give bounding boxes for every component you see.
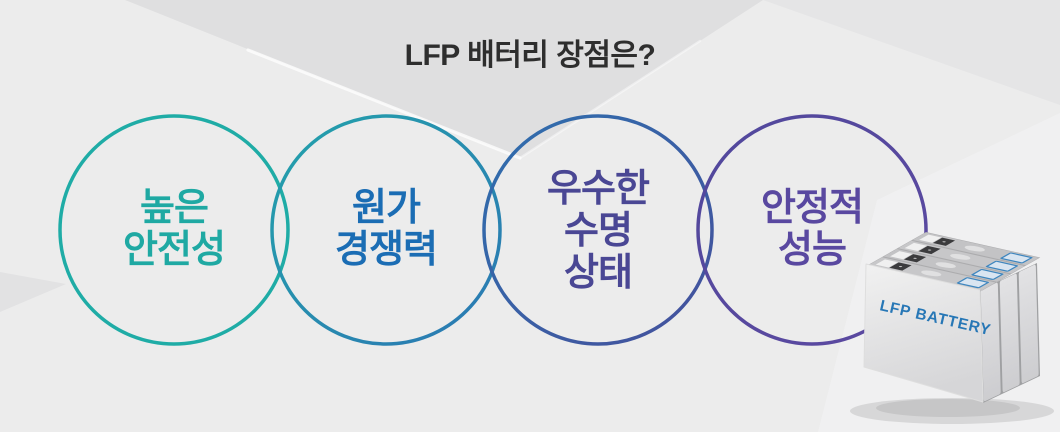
battery-shadow-inner: [876, 399, 1020, 417]
circle-label-line: 안정적: [761, 187, 864, 229]
background-facet-left: [0, 272, 66, 312]
battery-shadow: [850, 398, 1054, 424]
ring-cost: [270, 114, 502, 346]
circle-label-line: 수명: [564, 210, 633, 252]
ring-safety: [58, 114, 290, 346]
background-highlight-line: [246, 48, 522, 160]
circle-label-line: 상태: [564, 252, 633, 294]
ring-lifespan: [482, 114, 714, 346]
battery-illustration: LFP BATTERY: [850, 232, 1054, 424]
ring-performance: [696, 114, 928, 346]
circle-label-line: 원가: [352, 187, 421, 229]
page-title: LFP 배터리 장점은?: [404, 39, 656, 72]
background-facet-top-right: [763, 0, 1060, 105]
background-highlight-line-2: [518, 39, 702, 160]
circle-label-line: 우수한: [547, 168, 650, 210]
circle-label-line: 높은: [140, 187, 209, 229]
battery-front-face: [863, 263, 984, 403]
circle-label-line: 안전성: [123, 229, 226, 271]
background-facet-top: [125, 0, 763, 158]
battery-top-face: [868, 232, 1041, 291]
circle-label-line: 경쟁력: [335, 229, 438, 271]
circle-label-performance: 안정적 성능: [761, 187, 864, 271]
circle-label-line: 성능: [778, 229, 847, 271]
circle-label-safety: 높은 안전성: [123, 187, 226, 271]
circle-label-lifespan: 우수한 수명 상태: [547, 168, 650, 294]
circle-label-cost: 원가 경쟁력: [335, 187, 438, 271]
battery-side-cells: [980, 263, 1040, 403]
